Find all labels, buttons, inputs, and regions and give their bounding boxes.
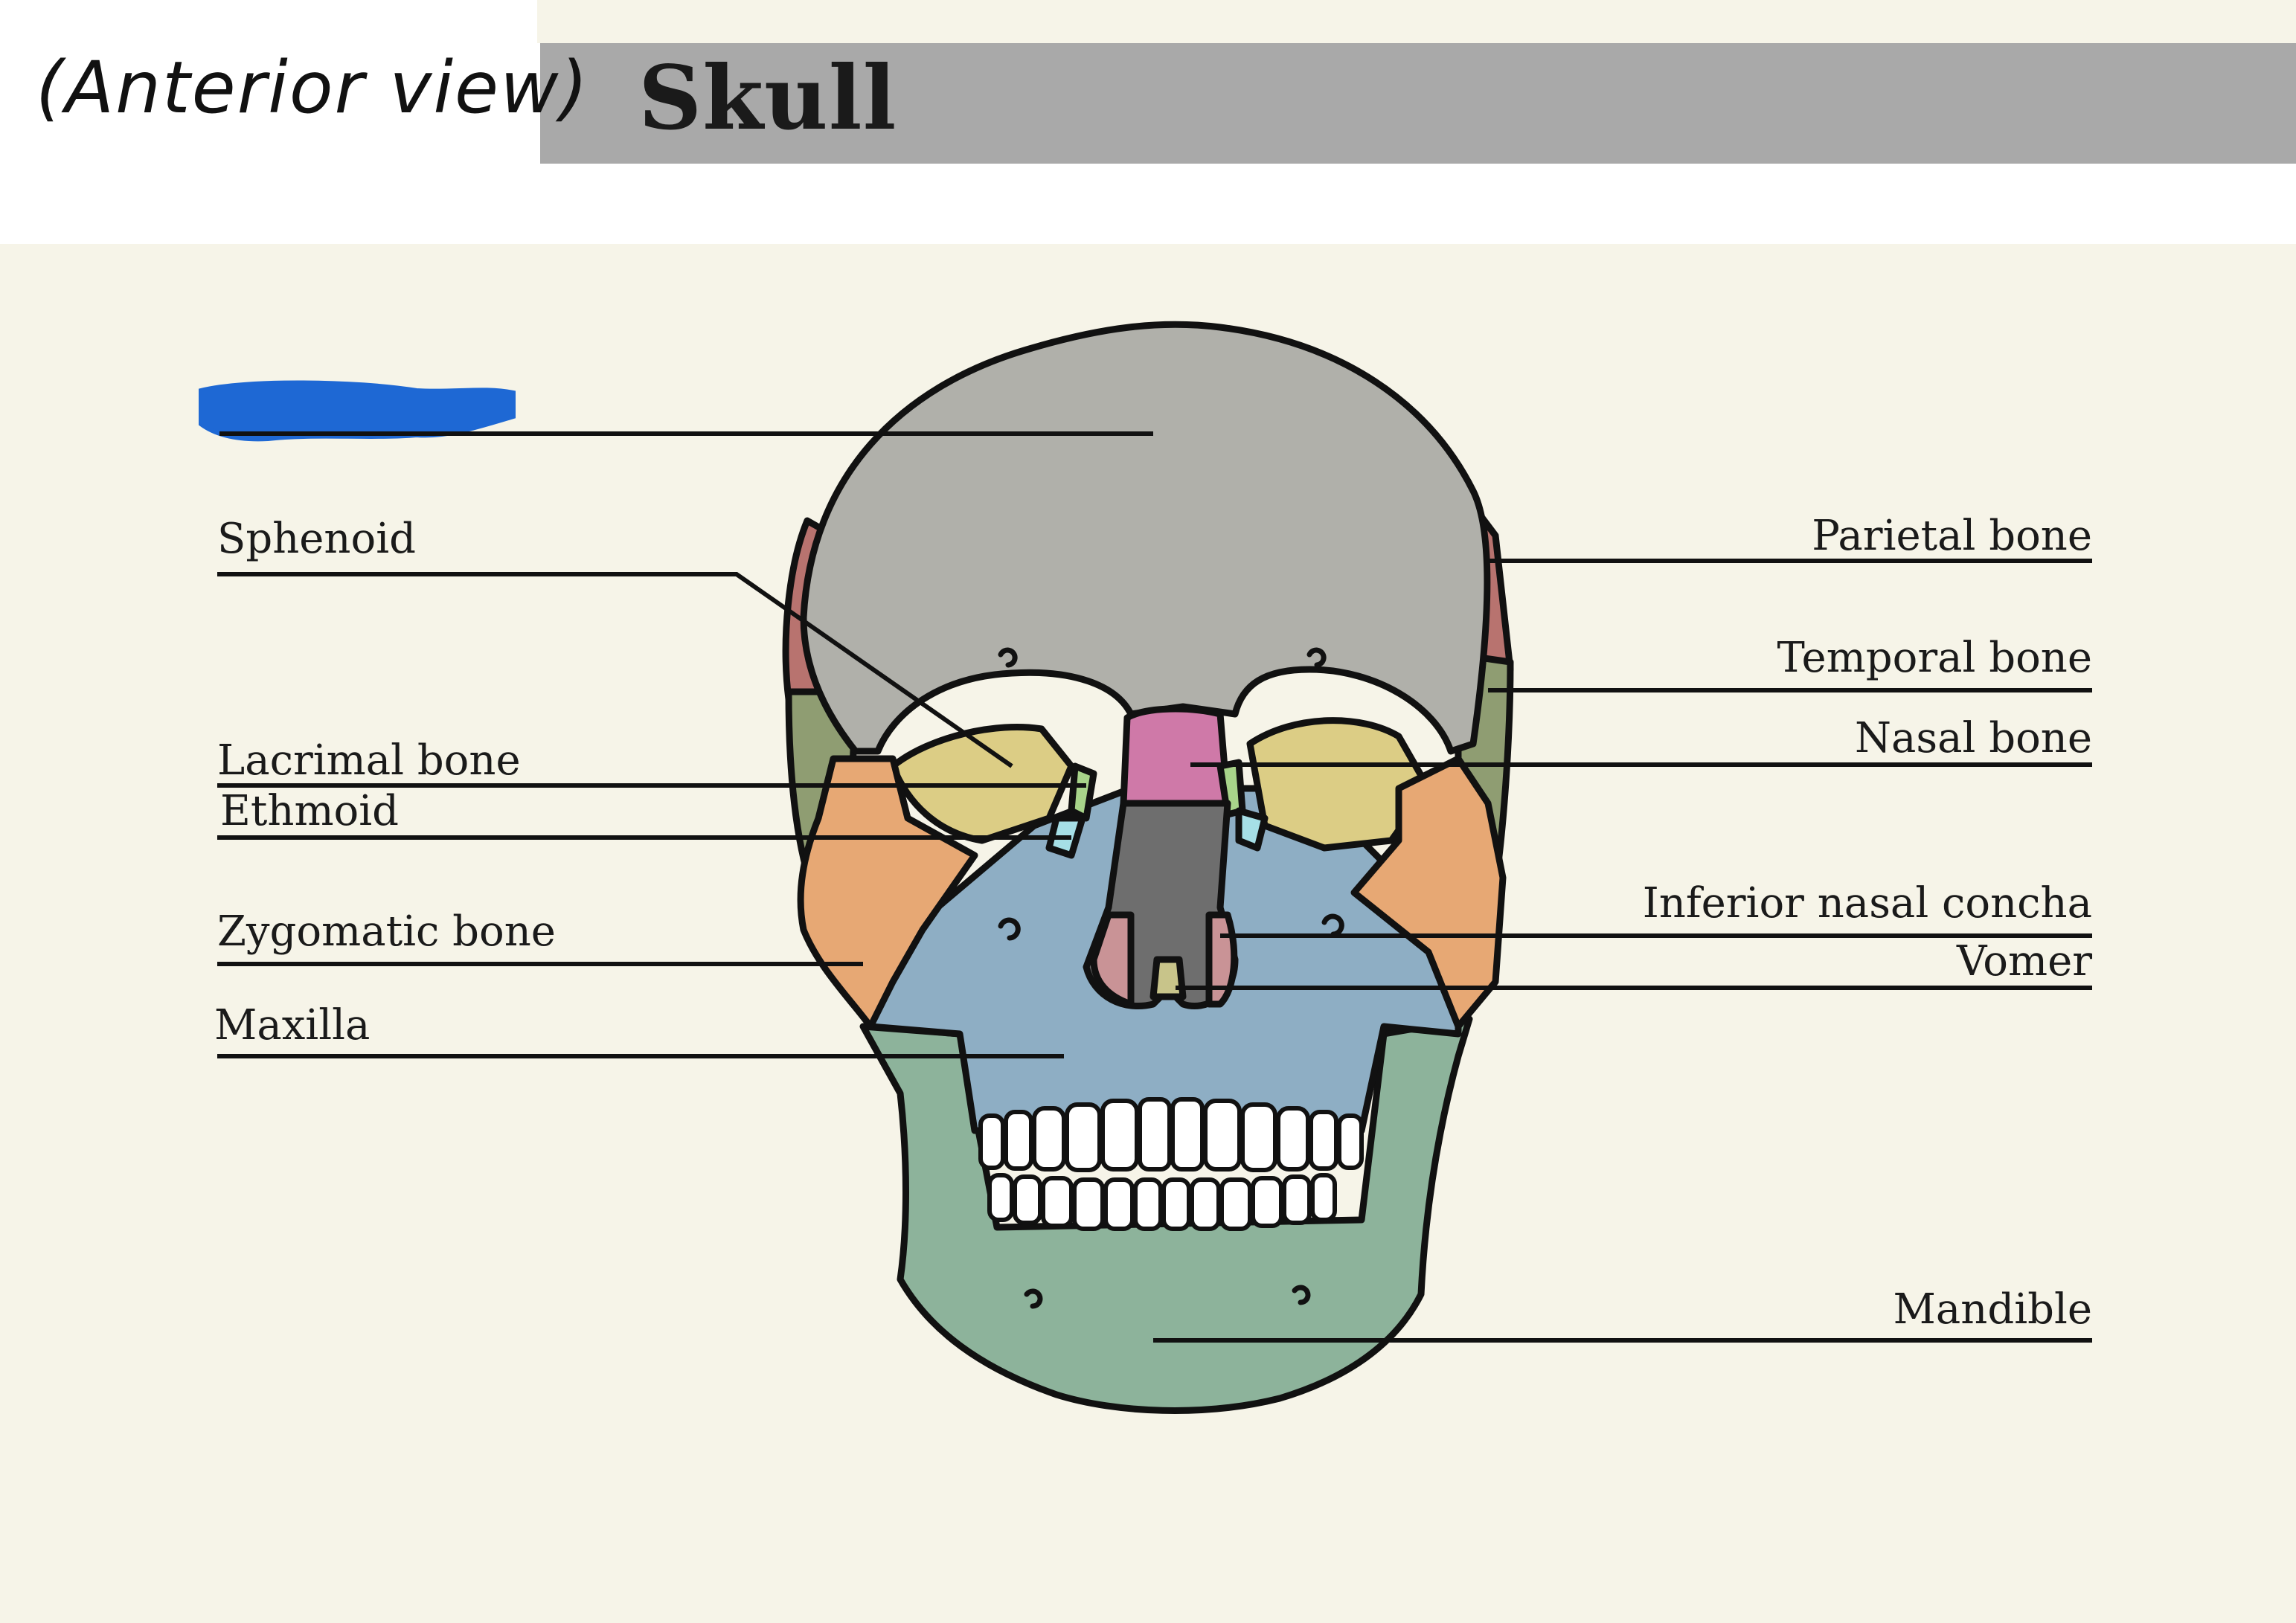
label-ethmoid: Ethmoid bbox=[220, 787, 400, 835]
lower-teeth bbox=[987, 1173, 1337, 1231]
upper-teeth bbox=[978, 1097, 1364, 1172]
inferior-concha-right bbox=[1205, 911, 1238, 1008]
label-parietal: Parietal bone bbox=[1812, 512, 2092, 560]
lacrimal-left bbox=[1068, 762, 1097, 822]
inferior-concha-left bbox=[1090, 911, 1135, 1008]
label-sphenoid: Sphenoid bbox=[217, 515, 416, 563]
label-nasal: Nasal bone bbox=[1855, 714, 2092, 762]
label-inferior-concha: Inferior nasal concha bbox=[1642, 879, 2092, 928]
nasal-bones bbox=[1120, 705, 1231, 807]
zygomatic-right bbox=[1350, 755, 1507, 1030]
cranium-shape bbox=[800, 321, 1491, 755]
leader-lines bbox=[217, 431, 2092, 1343]
zygomatic-left bbox=[797, 755, 978, 1030]
title-bar bbox=[540, 43, 2296, 164]
page-title: Skull bbox=[638, 46, 897, 150]
ethmoid-right bbox=[1235, 807, 1269, 852]
header-tint bbox=[537, 0, 2296, 43]
sphenoid-leader bbox=[217, 572, 1013, 768]
label-mandible: Mandible bbox=[1893, 1285, 2092, 1334]
redaction-scribble bbox=[199, 380, 516, 442]
label-zygomatic: Zygomatic bone bbox=[217, 907, 556, 956]
vomer-shape bbox=[1149, 956, 1187, 1000]
label-lacrimal: Lacrimal bone bbox=[217, 736, 521, 785]
label-maxilla: Maxilla bbox=[214, 1001, 371, 1050]
view-subtitle: (Anterior view) bbox=[36, 46, 590, 129]
mandible-shape bbox=[859, 1015, 1473, 1414]
label-temporal: Temporal bone bbox=[1777, 634, 2092, 682]
label-vomer: Vomer bbox=[1956, 937, 2092, 986]
foramina bbox=[998, 647, 1344, 1309]
